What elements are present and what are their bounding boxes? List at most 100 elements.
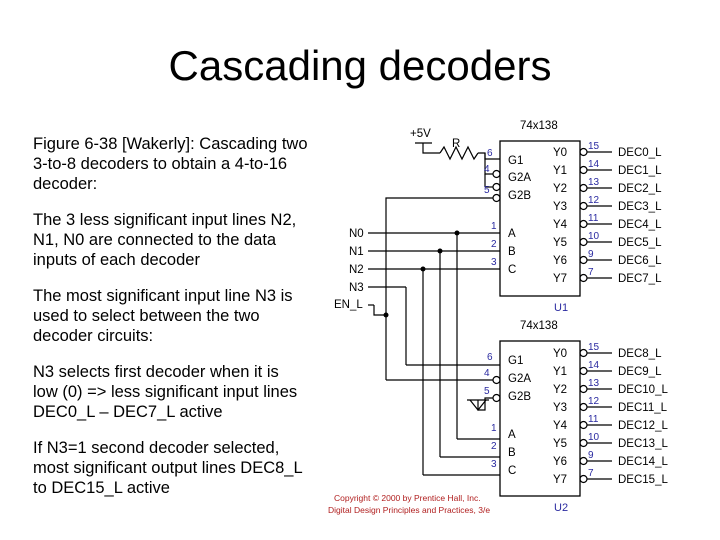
u1-g2b-label: G2B bbox=[508, 190, 531, 202]
u1-pin-b: 2 bbox=[491, 239, 497, 250]
u2-pin-g2a: 4 bbox=[484, 368, 490, 379]
signal-dec2: DEC2_L bbox=[618, 183, 662, 195]
u1-y1-label: Y1 bbox=[553, 165, 567, 177]
u1-y6-label: Y6 bbox=[553, 255, 567, 267]
signal-dec3: DEC3_L bbox=[618, 201, 662, 213]
signal-dec5: DEC5_L bbox=[618, 237, 662, 249]
u2-output-wires bbox=[579, 348, 612, 484]
u2-pin-y6: 9 bbox=[588, 450, 594, 461]
bullet-first-decoder: N3 selects first decoder when it is low … bbox=[33, 363, 298, 421]
u1-pin-y6: 9 bbox=[588, 249, 594, 260]
u2-g2b-ground-wire bbox=[477, 397, 493, 411]
u2-y1-label: Y1 bbox=[553, 366, 567, 378]
u1-pin-y2: 13 bbox=[588, 177, 600, 188]
bullet-select-line: The most significant input line N3 is us… bbox=[33, 287, 293, 345]
u1-output-wires bbox=[579, 147, 612, 283]
u1-b-label: B bbox=[508, 246, 516, 258]
u2-type: 74x138 bbox=[520, 320, 558, 332]
u1-pin-y4: 11 bbox=[588, 213, 599, 224]
u1-y5-label: Y5 bbox=[553, 237, 567, 249]
resistor-label: R bbox=[452, 138, 460, 150]
u1-pin-y1: 14 bbox=[588, 159, 600, 170]
u2-pin-y4: 11 bbox=[588, 414, 599, 425]
u1-pin-a: 1 bbox=[491, 221, 497, 232]
input-n1-label: N1 bbox=[349, 246, 364, 258]
u2-y7-label: Y7 bbox=[553, 474, 567, 486]
u2-y3-label: Y3 bbox=[553, 402, 567, 414]
u1-y0-label: Y0 bbox=[553, 147, 567, 159]
u2-g2a-label: G2A bbox=[508, 373, 531, 385]
signal-dec10: DEC10_L bbox=[618, 384, 668, 396]
u1-y4-label: Y4 bbox=[553, 219, 568, 231]
u2-pin-y5: 10 bbox=[588, 432, 600, 443]
bullet-list: Figure 6-38 [Wakerly]: Cascading two 3-t… bbox=[33, 134, 308, 514]
chip-u2 bbox=[499, 340, 581, 497]
signal-dec6: DEC6_L bbox=[618, 255, 662, 267]
bubble-u2-g2b bbox=[492, 393, 501, 403]
u1-pin-y5: 10 bbox=[588, 231, 600, 242]
u2-c-label: C bbox=[508, 465, 516, 477]
u1-pin-g2a: 4 bbox=[484, 164, 490, 175]
copyright-line-2: Digital Design Principles and Practices,… bbox=[328, 505, 490, 515]
input-bus-wires bbox=[368, 193, 501, 476]
wire-junction-dots bbox=[383, 230, 460, 318]
u1-pin-g1: 6 bbox=[487, 148, 493, 159]
u2-pin-a: 1 bbox=[491, 423, 497, 434]
u2-b-label: B bbox=[508, 447, 516, 459]
u2-pin-g2b: 5 bbox=[484, 386, 490, 397]
signal-dec14: DEC14_L bbox=[618, 456, 668, 468]
u2-g2b-label: G2B bbox=[508, 391, 531, 403]
bubble-u1-g2b bbox=[492, 182, 501, 192]
signal-dec4: DEC4_L bbox=[618, 219, 662, 231]
u1-pin-y0: 15 bbox=[588, 141, 600, 152]
supply-wire bbox=[422, 143, 440, 154]
u2-pin-y7: 7 bbox=[588, 468, 594, 479]
u2-y0-label: Y0 bbox=[553, 348, 567, 360]
u2-y5-label: Y5 bbox=[553, 438, 567, 450]
signal-dec13: DEC13_L bbox=[618, 438, 668, 450]
u1-pin-y3: 12 bbox=[588, 195, 600, 206]
bullet-data-inputs: The 3 less significant input lines N2, N… bbox=[33, 211, 297, 269]
u2-pin-c: 3 bbox=[491, 459, 497, 470]
u2-y4-label: Y4 bbox=[553, 420, 568, 432]
bubble-u1-g2a bbox=[492, 169, 501, 179]
u2-pin-y0: 15 bbox=[588, 342, 600, 353]
u2-pin-b: 2 bbox=[491, 441, 497, 452]
u1-y3-label: Y3 bbox=[553, 201, 567, 213]
u1-y7-label: Y7 bbox=[553, 273, 567, 285]
u1-y2-label: Y2 bbox=[553, 183, 567, 195]
u1-g1-label: G1 bbox=[508, 155, 523, 167]
signal-dec15: DEC15_L bbox=[618, 474, 668, 486]
signal-dec8: DEC8_L bbox=[618, 348, 662, 360]
signal-dec12: DEC12_L bbox=[618, 420, 668, 432]
u1-pin-g2b: 5 bbox=[484, 185, 490, 196]
u2-pin-y2: 13 bbox=[588, 378, 600, 389]
u2-name: U2 bbox=[554, 502, 568, 514]
signal-dec9: DEC9_L bbox=[618, 366, 662, 378]
slide-title: Cascading decoders bbox=[168, 42, 552, 89]
u2-g1-label: G1 bbox=[508, 355, 523, 367]
u1-type: 74x138 bbox=[520, 120, 558, 132]
u1-c-label: C bbox=[508, 264, 516, 276]
chip-u1 bbox=[499, 140, 581, 297]
u2-pin-g1: 6 bbox=[487, 352, 493, 363]
signal-dec7: DEC7_L bbox=[618, 273, 662, 285]
u2-pin-y1: 14 bbox=[588, 360, 600, 371]
u1-a-label: A bbox=[508, 228, 516, 240]
u1-g2a-label: G2A bbox=[508, 172, 531, 184]
bullet-figure-caption: Figure 6-38 [Wakerly]: Cascading two 3-t… bbox=[33, 135, 308, 193]
input-en-label: EN_L bbox=[334, 299, 363, 311]
u1-pin-c: 3 bbox=[491, 257, 497, 268]
signal-dec0: DEC0_L bbox=[618, 147, 662, 159]
ground-symbol bbox=[469, 399, 487, 411]
u2-y6-label: Y6 bbox=[553, 456, 567, 468]
u1-name: U1 bbox=[554, 302, 568, 314]
u2-y2-label: Y2 bbox=[553, 384, 567, 396]
copyright-line-1: Copyright © 2000 by Prentice Hall, Inc. bbox=[334, 493, 481, 503]
u2-a-label: A bbox=[508, 429, 516, 441]
input-n0-label: N0 bbox=[349, 228, 364, 240]
supply-label: +5V bbox=[410, 128, 431, 140]
u2-pin-y3: 12 bbox=[588, 396, 600, 407]
input-n3-label: N3 bbox=[349, 282, 364, 294]
